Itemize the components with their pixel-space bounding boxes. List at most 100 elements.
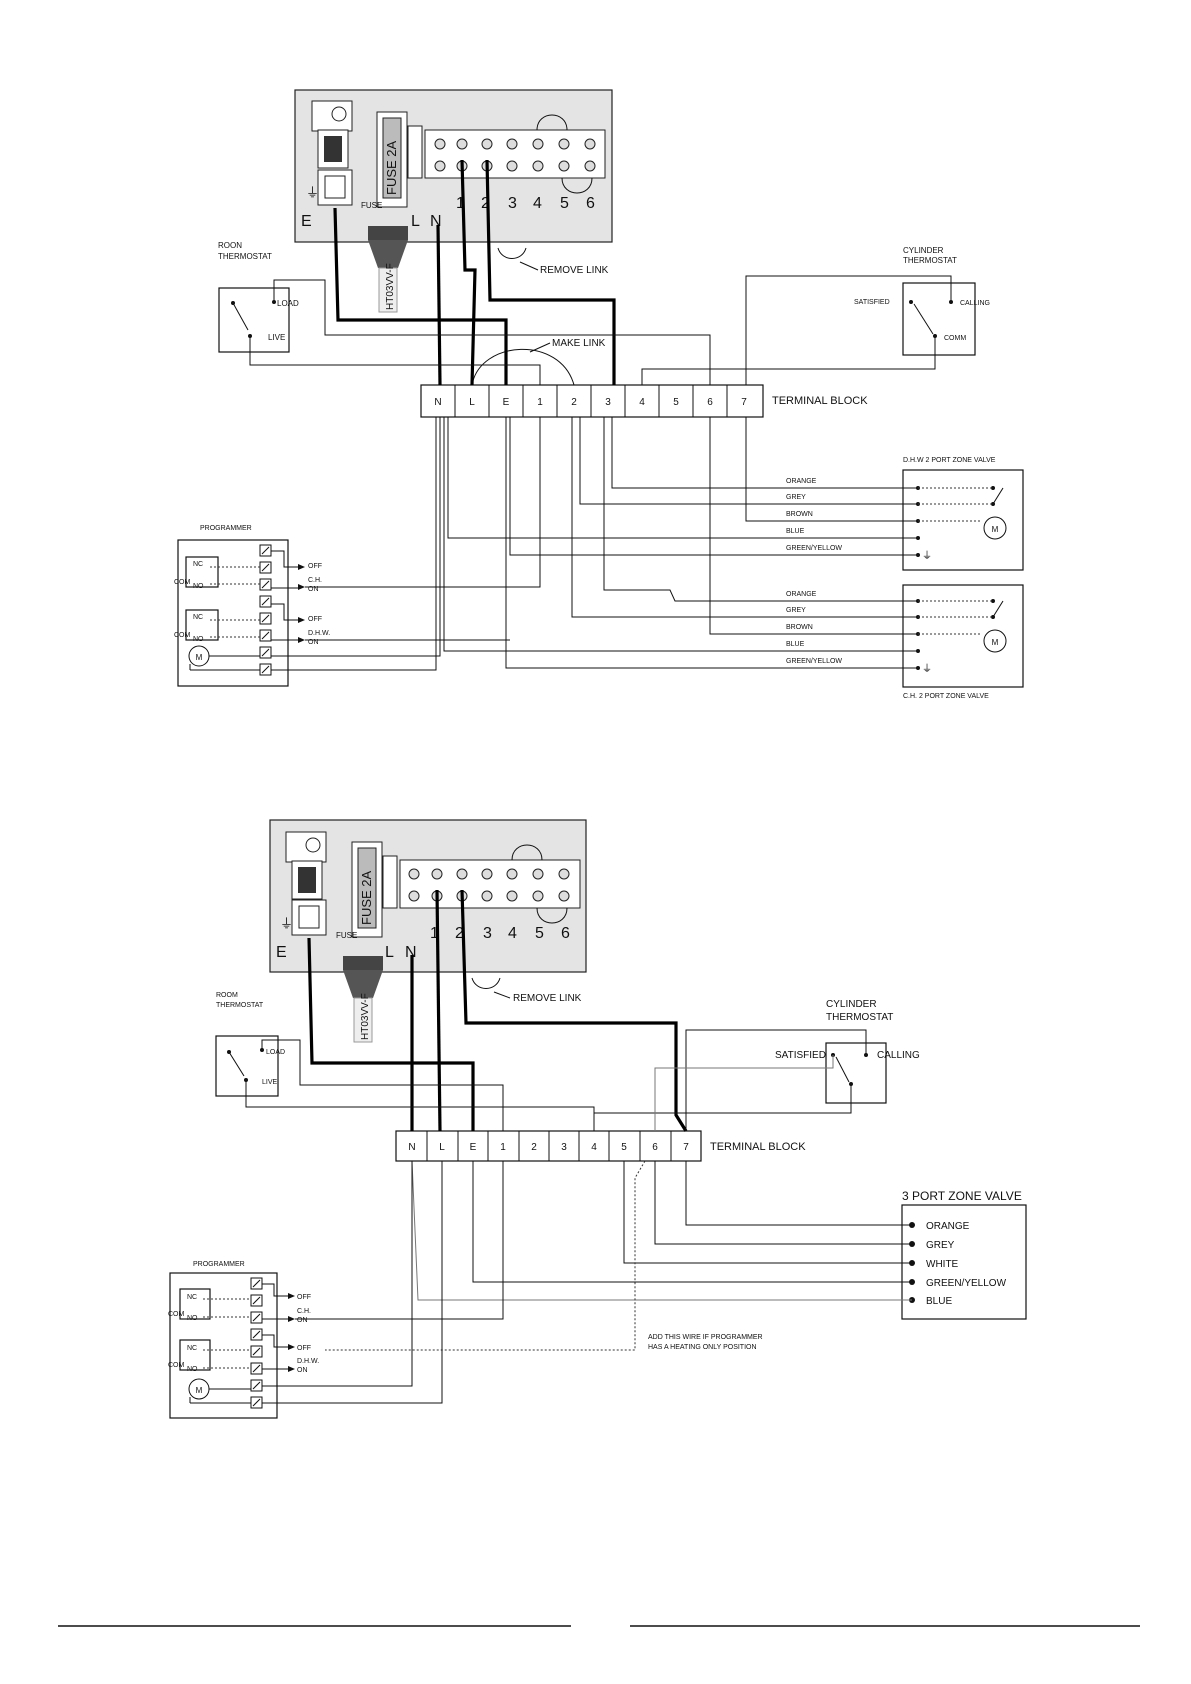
svg-text:GREEN/YELLOW: GREEN/YELLOW [926,1278,1007,1289]
note: ADD THIS WIRE IF PROGRAMMER HAS A HEATIN… [648,1334,763,1351]
terminal-block: N L E 1 2 3 4 5 6 7 TERMINAL BLOCK [420,384,868,418]
svg-text:LIVE: LIVE [268,333,285,342]
svg-text:SATISFIED: SATISFIED [854,299,890,306]
svg-text:THERMOSTAT: THERMOSTAT [216,1002,264,1009]
svg-text:L: L [439,1142,445,1153]
svg-text:N: N [408,1142,415,1153]
svg-text:ON: ON [297,1367,308,1374]
svg-text:BROWN: BROWN [786,624,813,631]
cable-gland: HT03VV-F [368,226,408,313]
svg-text:2: 2 [571,397,577,408]
svg-text:ORANGE: ORANGE [786,478,817,485]
svg-text:BLUE: BLUE [786,528,805,535]
svg-text:1: 1 [430,925,439,942]
make-link-label: MAKE LINK [552,338,606,349]
svg-text:ADD THIS WIRE IF PROGRAMMER: ADD THIS WIRE IF PROGRAMMER [648,1334,763,1341]
svg-text:L: L [469,397,475,408]
svg-text:COM: COM [168,1362,185,1369]
svg-text:NO: NO [193,636,204,643]
programmer-2: PROGRAMMER NC NO COM NC NO COM M [168,1161,504,1419]
svg-text:N: N [405,944,417,961]
cable-code: HT03VV-F [385,263,396,310]
make-link-wire [471,348,575,386]
svg-text:TERMINAL BLOCK: TERMINAL BLOCK [710,1141,806,1153]
svg-text:2: 2 [481,195,490,212]
svg-text:C.H.: C.H. [297,1308,311,1315]
panel-terminal-labels: E L N 1 2 3 4 5 6 [301,195,595,230]
programmer: PROGRAMMER NC NO COM NC NO COM M [174,417,541,687]
svg-text:HT03VV-F: HT03VV-F [360,993,371,1040]
svg-text:7: 7 [741,397,747,408]
ch-zone-valve: C.H. 2 PORT ZONE VALVE ORANGE GREY BROWN… [786,584,1024,700]
svg-text:CALLING: CALLING [960,300,990,307]
thin-wires-2 [245,1029,867,1131]
remove-link-label: REMOVE LINK [540,265,609,276]
svg-text:M: M [992,525,999,534]
svg-text:7: 7 [683,1142,689,1153]
dhw-valve-title: D.H.W 2 PORT ZONE VALVE [903,457,996,464]
svg-text:⏚: ⏚ [922,663,932,675]
boiler-panel: FUSE 2A ⏚ FUSE E L N 1 2 3 [294,89,613,243]
svg-text:THERMOSTAT: THERMOSTAT [218,252,272,261]
svg-text:3: 3 [508,195,517,212]
svg-text:E: E [503,397,510,408]
panel-terminal-strip [424,114,606,194]
svg-text:GREEN/YELLOW: GREEN/YELLOW [786,545,842,552]
svg-text:4: 4 [639,397,645,408]
fuse-label: FUSE 2A [384,140,399,195]
svg-text:L: L [385,944,394,961]
svg-text:C.H.: C.H. [308,577,322,584]
svg-text:CYLINDER: CYLINDER [903,246,944,255]
svg-text:FUSE: FUSE [336,931,357,940]
svg-text:ROOM: ROOM [216,992,238,999]
earth-symbol: ⏚ [306,185,319,200]
svg-text:E: E [301,213,312,230]
svg-text:1: 1 [500,1142,506,1153]
svg-text:6: 6 [652,1142,658,1153]
cylinder-thermostat: CYLINDER THERMOSTAT SATISFIED CALLING CO… [854,246,990,356]
svg-text:SATISFIED: SATISFIED [775,1050,826,1061]
svg-text:ON: ON [308,639,319,646]
svg-text:NC: NC [187,1345,197,1352]
svg-text:BROWN: BROWN [786,511,813,518]
svg-text:4: 4 [591,1142,597,1153]
svg-text:5: 5 [621,1142,627,1153]
diagram-2: FUSE 2A ⏚ FUSE E L N 1 2 3 4 5 6 [168,819,1027,1419]
svg-text:GREY: GREY [786,494,806,501]
svg-text:3: 3 [561,1142,567,1153]
svg-text:LOAD: LOAD [277,299,299,308]
svg-text:D.H.W.: D.H.W. [297,1358,319,1365]
svg-text:GREY: GREY [786,607,806,614]
svg-text:OFF: OFF [297,1294,311,1301]
remove-link-label-2: REMOVE LINK [513,993,582,1004]
fuse-small-label: FUSE [361,201,382,210]
svg-text:N: N [434,397,441,408]
svg-text:OFF: OFF [297,1345,311,1352]
svg-text:5: 5 [673,397,679,408]
dhw-zone-valve: D.H.W 2 PORT ZONE VALVE ORANGE GREY BROW… [786,457,1024,571]
svg-text:GREY: GREY [926,1240,955,1251]
svg-text:COMM: COMM [944,335,966,342]
svg-text:3: 3 [483,925,492,942]
ch-valve-title: C.H. 2 PORT ZONE VALVE [903,693,989,700]
svg-text:M: M [196,1386,203,1395]
svg-text:LIVE: LIVE [262,1079,278,1086]
svg-text:NO: NO [187,1315,198,1322]
svg-text:CALLING: CALLING [877,1050,920,1061]
svg-text:6: 6 [586,195,595,212]
svg-text:ON: ON [308,586,319,593]
svg-text:D.H.W.: D.H.W. [308,630,330,637]
svg-text:PROGRAMMER: PROGRAMMER [193,1261,245,1268]
svg-text:THERMOSTAT: THERMOSTAT [826,1012,893,1023]
svg-text:6: 6 [561,925,570,942]
bold-wires [333,159,616,386]
three-port-zone-valve: 3 PORT ZONE VALVE ORANGE GREY WHITE GREE… [901,1189,1027,1320]
svg-text:5: 5 [535,925,544,942]
terminal-block-label: TERMINAL BLOCK [772,395,868,407]
svg-text:OFF: OFF [308,616,322,623]
room-thermostat-2: ROOM THERMOSTAT LOAD LIVE [215,992,285,1097]
svg-text:5: 5 [560,195,569,212]
room-thermostat: ROON THERMOSTAT LOAD LIVE [218,241,299,353]
svg-text:1: 1 [537,397,543,408]
svg-text:E: E [276,944,287,961]
